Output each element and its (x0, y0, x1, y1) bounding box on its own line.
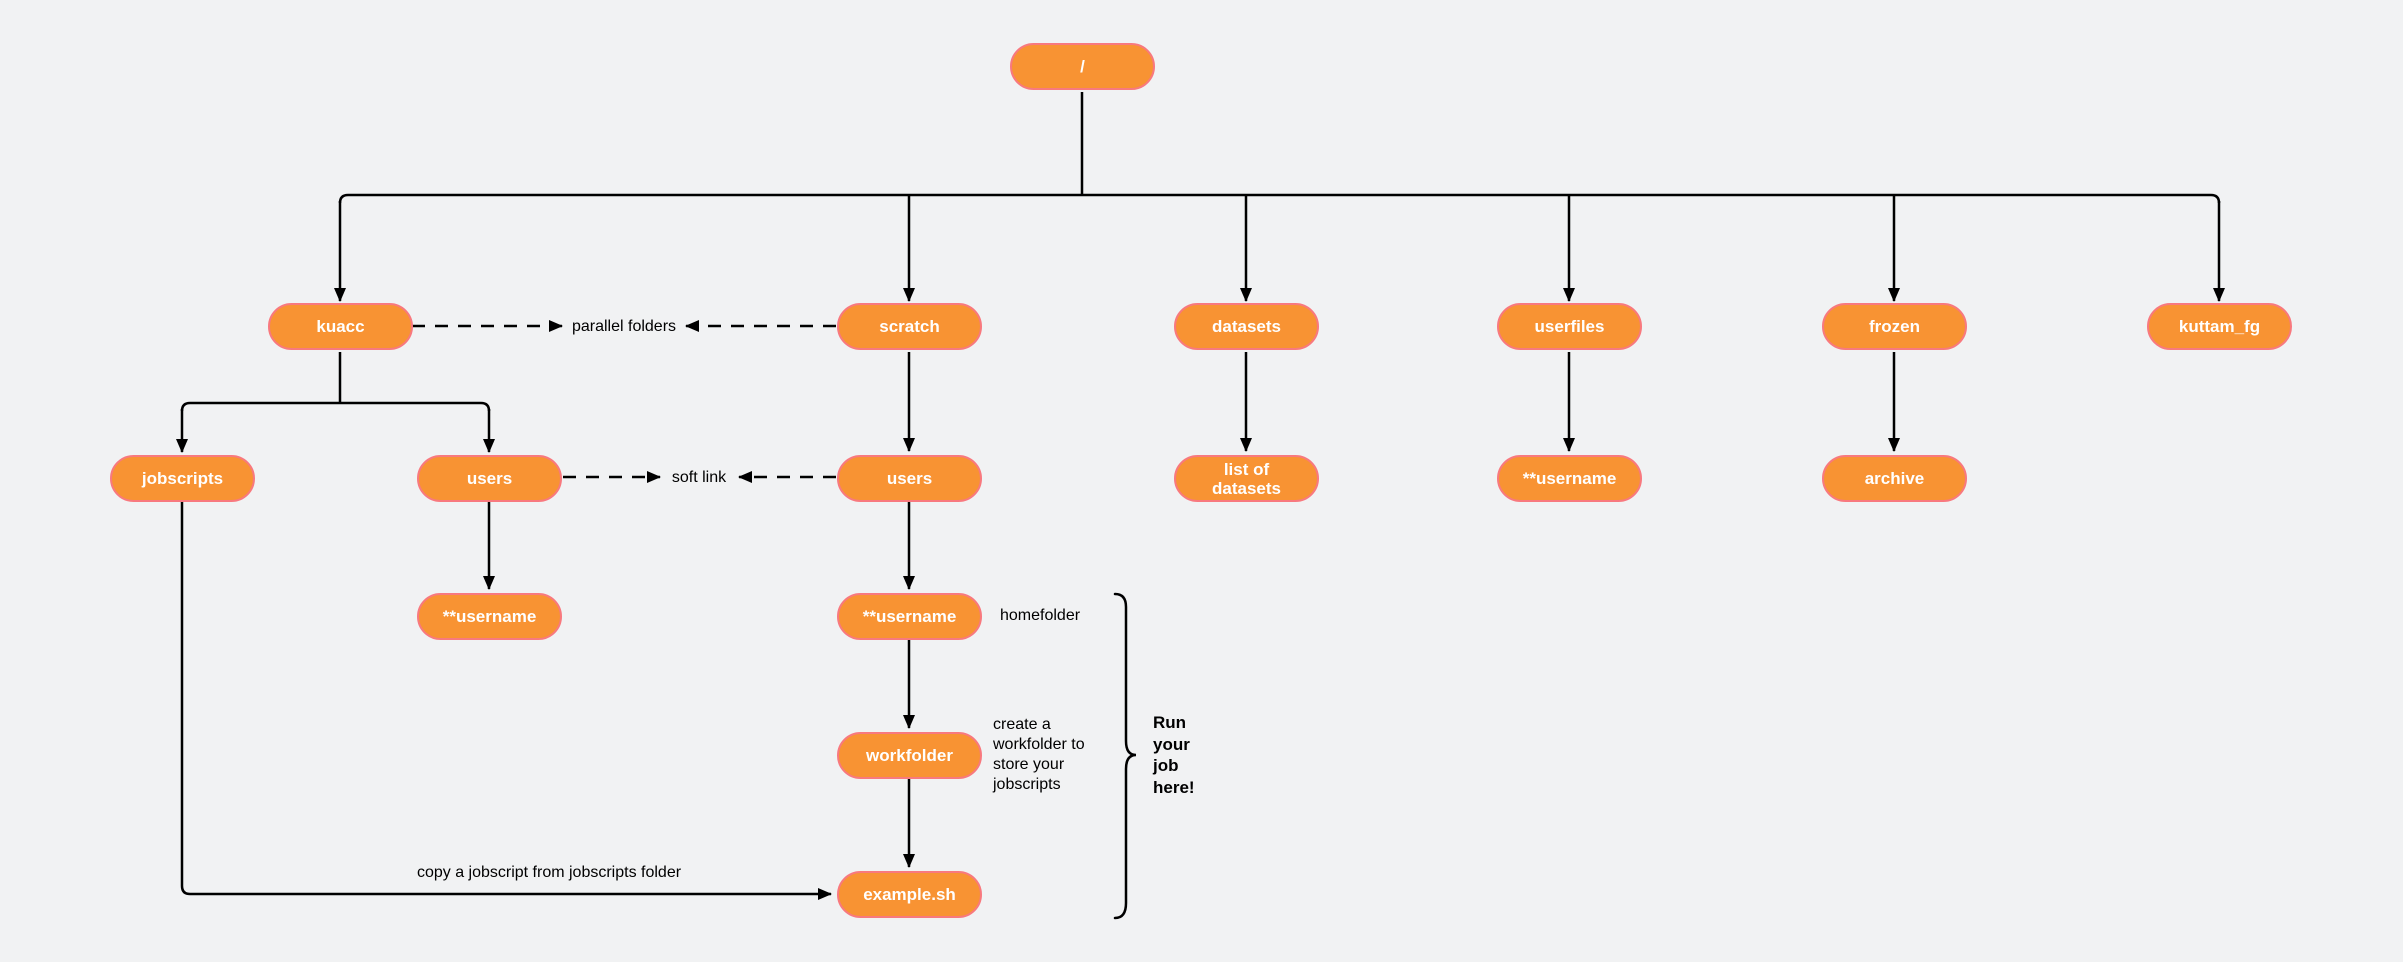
node-username-userfiles: **username (1497, 455, 1642, 502)
node-userfiles: userfiles (1497, 303, 1642, 350)
parallel-folders-label: parallel folders (571, 318, 677, 335)
node-datasets: datasets (1174, 303, 1319, 350)
node-kuttam-fg: kuttam_fg (2147, 303, 2292, 350)
node-username-kuacc: **username (417, 593, 562, 640)
homefolder-label: homefolder (1000, 607, 1081, 624)
edge-kuacc-rail (180, 401, 491, 412)
workfolder-note: create a workfolder to store your jobscr… (993, 716, 1085, 793)
node-username-scratch: **username (837, 593, 982, 640)
node-list-of-datasets: list of datasets (1174, 455, 1319, 502)
node-workfolder: workfolder (837, 732, 982, 779)
copy-jobscript-note: copy a jobscript from jobscripts folder (416, 864, 682, 881)
node-users-kuacc: users (417, 455, 562, 502)
curly-brace (1113, 592, 1137, 920)
run-job-here-note: Run your job here! (1153, 713, 1195, 797)
node-example-sh: example.sh (837, 871, 982, 918)
node-scratch: scratch (837, 303, 982, 350)
edge-jobscripts-to-example (180, 502, 832, 900)
soft-link-label: soft link (671, 469, 727, 486)
edge-top-rail (338, 193, 2221, 204)
node-root: / (1010, 43, 1155, 90)
node-archive: archive (1822, 455, 1967, 502)
node-kuacc: kuacc (268, 303, 413, 350)
node-frozen: frozen (1822, 303, 1967, 350)
node-jobscripts: jobscripts (110, 455, 255, 502)
node-users-scratch: users (837, 455, 982, 502)
